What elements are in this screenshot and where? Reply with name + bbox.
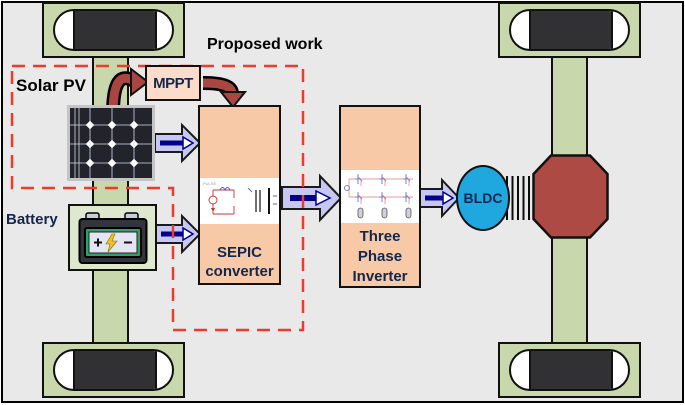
- three-phase-inverter-block: Three Phase Inverter: [339, 105, 421, 288]
- wheel-icon: [53, 9, 174, 51]
- tire-tread: [528, 11, 614, 49]
- inverter-label-line3: Inverter: [352, 268, 408, 285]
- tire-tread: [72, 11, 158, 49]
- wheel-icon: [53, 349, 174, 391]
- sepic-label-line1: SEPIC: [216, 244, 262, 261]
- wheel-icon: [509, 9, 630, 51]
- battery-icon: [78, 211, 147, 264]
- wheel-front-right: [498, 2, 641, 58]
- tire-tread: [72, 351, 158, 389]
- mppt-label: MPPT: [153, 74, 193, 92]
- battery-block: [68, 204, 157, 271]
- three-phase-bridge-thumbnail: [341, 170, 419, 223]
- wheel-rear-left: [42, 342, 185, 398]
- sepic-converter-block: PULSE SEPIC converter: [198, 105, 281, 285]
- mppt-block: MPPT: [145, 65, 201, 101]
- bldc-motor-block: BLDC: [456, 165, 510, 231]
- sepic-circuit-thumbnail: PULSE: [200, 178, 279, 224]
- inverter-label-line1: Three: [359, 228, 401, 245]
- battery-label: Battery: [6, 211, 58, 228]
- wheel-rear-right: [498, 342, 641, 398]
- tire-tread: [528, 351, 614, 389]
- left-axle: [92, 56, 129, 344]
- solar-panel-icon: [67, 105, 155, 181]
- bldc-label: BLDC: [463, 190, 503, 206]
- proposed-work-title: Proposed work: [207, 36, 323, 53]
- wheel-front-left: [42, 2, 185, 58]
- inverter-label-line2: Phase: [357, 248, 403, 265]
- shaft-coupling-icon: [506, 176, 534, 220]
- sepic-label-line2: converter: [205, 263, 274, 280]
- svg-text:PULSE: PULSE: [203, 181, 216, 186]
- wheel-icon: [509, 349, 630, 391]
- solar-pv-label: Solar PV: [16, 76, 86, 95]
- differential-octagon-icon: [532, 154, 609, 239]
